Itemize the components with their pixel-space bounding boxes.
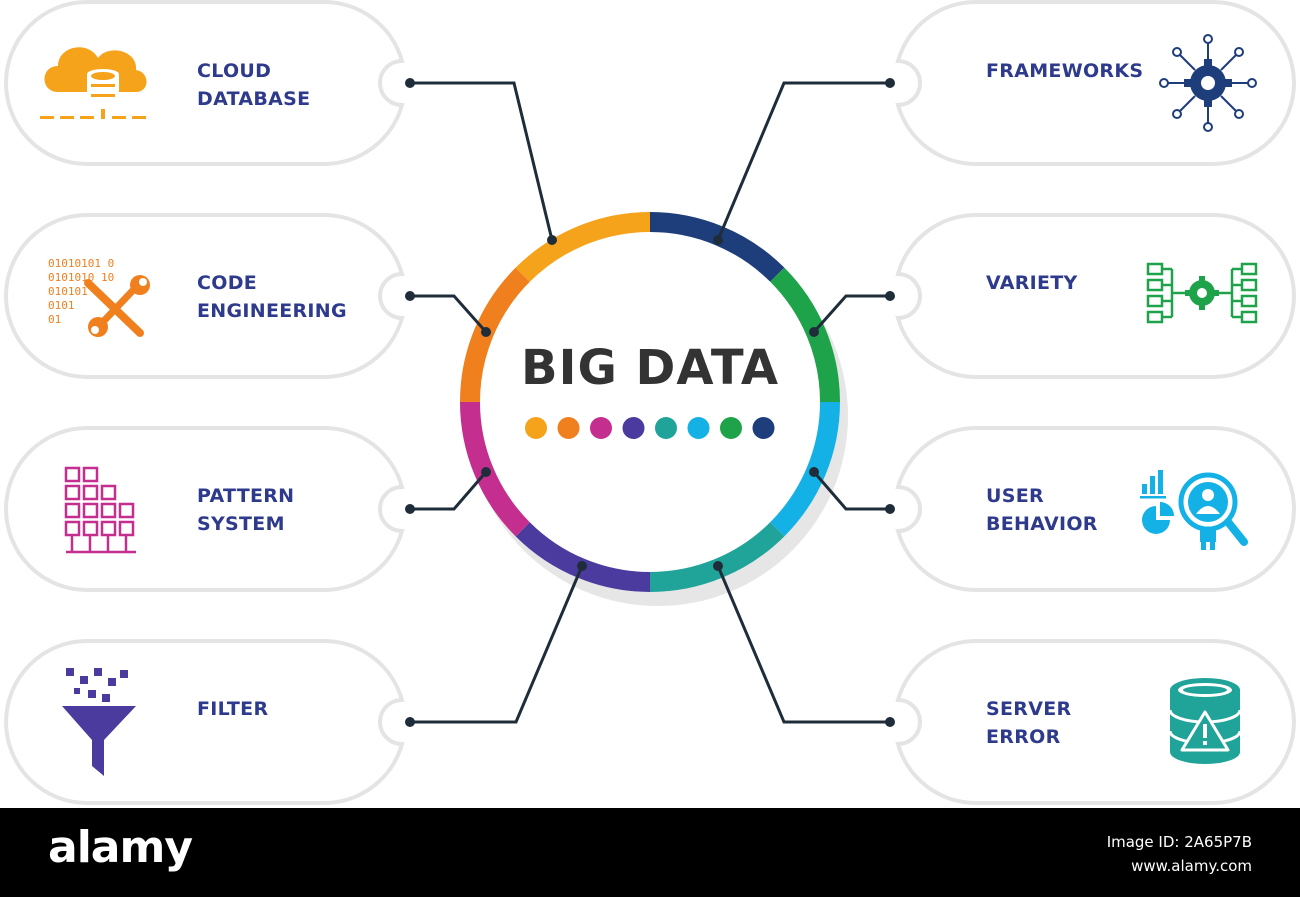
connector-user-behavior bbox=[812, 471, 890, 511]
panel-code-engineering bbox=[4, 212, 405, 380]
label-line: ERROR bbox=[986, 726, 1061, 748]
server-error-icon bbox=[1168, 678, 1242, 764]
label-line: VARIETY bbox=[986, 272, 1078, 294]
connector-filter bbox=[410, 565, 584, 724]
connector-dot bbox=[481, 327, 491, 337]
connector-code-engineering bbox=[410, 294, 488, 333]
diagram-title: BIG DATA bbox=[521, 340, 779, 396]
label-line: CLOUD bbox=[197, 60, 272, 82]
connector-dot bbox=[405, 717, 415, 727]
cloud-database-icon bbox=[40, 47, 147, 119]
connector-lines bbox=[405, 78, 895, 727]
panel-cloud-database bbox=[4, 0, 405, 167]
label-user-behavior: USER BEHAVIOR bbox=[986, 482, 1098, 538]
connector-dot bbox=[405, 78, 415, 88]
watermark-bar: alamy Image ID: 2A65P7B www.alamy.com bbox=[0, 808, 1300, 897]
color-dot bbox=[687, 417, 710, 439]
ring-segment bbox=[515, 212, 651, 282]
alamy-logo: alamy bbox=[48, 822, 193, 873]
connector-frameworks bbox=[716, 81, 890, 241]
label-line: FRAMEWORKS bbox=[986, 60, 1144, 82]
connector-dot bbox=[885, 717, 895, 727]
pattern-system-icon bbox=[64, 466, 136, 554]
svg-text:010101: 010101 bbox=[48, 285, 88, 298]
label-line: BEHAVIOR bbox=[986, 513, 1098, 535]
panel-frameworks bbox=[895, 0, 1296, 167]
label-line: SERVER bbox=[986, 698, 1072, 720]
connector-pattern-system bbox=[410, 471, 488, 511]
label-server-error: SERVER ERROR bbox=[986, 695, 1071, 751]
color-dot bbox=[525, 417, 547, 439]
label-line: SYSTEM bbox=[197, 513, 285, 535]
color-dot bbox=[622, 417, 645, 439]
panel-filter bbox=[4, 638, 405, 806]
svg-text:0101: 0101 bbox=[48, 299, 75, 312]
label-code-engineering: CODE ENGINEERING bbox=[197, 269, 347, 325]
user-behavior-icon bbox=[1140, 470, 1248, 550]
ring-background bbox=[460, 212, 840, 592]
label-line: FILTER bbox=[197, 698, 269, 720]
label-line: ENGINEERING bbox=[197, 300, 347, 322]
connector-dot bbox=[713, 561, 723, 571]
item-icons: 01010101 0 0101010 10 010101 0101 01 bbox=[40, 34, 1258, 776]
connector-cloud-database bbox=[410, 81, 554, 241]
connector-server-error bbox=[716, 565, 890, 724]
panel-variety bbox=[895, 212, 1296, 380]
variety-icon bbox=[1146, 262, 1258, 324]
svg-text:01010101 0: 01010101 0 bbox=[48, 257, 114, 270]
connector-dot bbox=[713, 235, 723, 245]
connector-dot bbox=[577, 561, 587, 571]
big-data-diagram: 01010101 0 0101010 10 010101 0101 01 bbox=[4, 0, 1296, 806]
filter-icon bbox=[62, 668, 136, 776]
color-dot bbox=[752, 417, 775, 439]
label-filter: FILTER bbox=[197, 695, 268, 723]
panel-pattern-system bbox=[4, 425, 405, 593]
label-line: DATABASE bbox=[197, 88, 311, 110]
connector-dot bbox=[405, 504, 415, 514]
label-line: PATTERN bbox=[197, 485, 295, 507]
color-dot bbox=[557, 417, 580, 439]
center-ring bbox=[460, 212, 848, 606]
color-dot bbox=[655, 417, 677, 439]
color-dot bbox=[590, 417, 612, 439]
code-engineering-icon: 01010101 0 0101010 10 010101 0101 01 bbox=[48, 257, 150, 337]
connector-dot bbox=[809, 467, 819, 477]
connector-variety bbox=[812, 294, 890, 333]
label-cloud-database: CLOUD DATABASE bbox=[197, 57, 310, 113]
label-pattern-system: PATTERN SYSTEM bbox=[197, 482, 294, 538]
color-dots bbox=[525, 417, 775, 439]
svg-text:0101010 10: 0101010 10 bbox=[48, 271, 114, 284]
label-line: USER bbox=[986, 485, 1044, 507]
color-dot bbox=[720, 417, 742, 439]
panel-user-behavior bbox=[895, 425, 1296, 593]
connector-dot bbox=[885, 504, 895, 514]
infographic: 01010101 0 0101010 10 010101 0101 01 bbox=[4, 0, 1296, 806]
connector-dot bbox=[405, 291, 415, 301]
connector-dot bbox=[809, 327, 819, 337]
label-variety: VARIETY bbox=[986, 269, 1078, 297]
label-line: CODE bbox=[197, 272, 258, 294]
connector-dot bbox=[547, 235, 557, 245]
connector-dot bbox=[885, 291, 895, 301]
connector-dot bbox=[481, 467, 491, 477]
label-frameworks: FRAMEWORKS bbox=[986, 57, 1143, 85]
site-url: www.alamy.com bbox=[1131, 857, 1252, 875]
image-id: Image ID: 2A65P7B bbox=[1106, 833, 1252, 851]
svg-text:01: 01 bbox=[48, 313, 61, 326]
frameworks-icon bbox=[1159, 34, 1257, 132]
image-id-block: Image ID: 2A65P7B www.alamy.com bbox=[1107, 830, 1252, 878]
connector-dot bbox=[885, 78, 895, 88]
